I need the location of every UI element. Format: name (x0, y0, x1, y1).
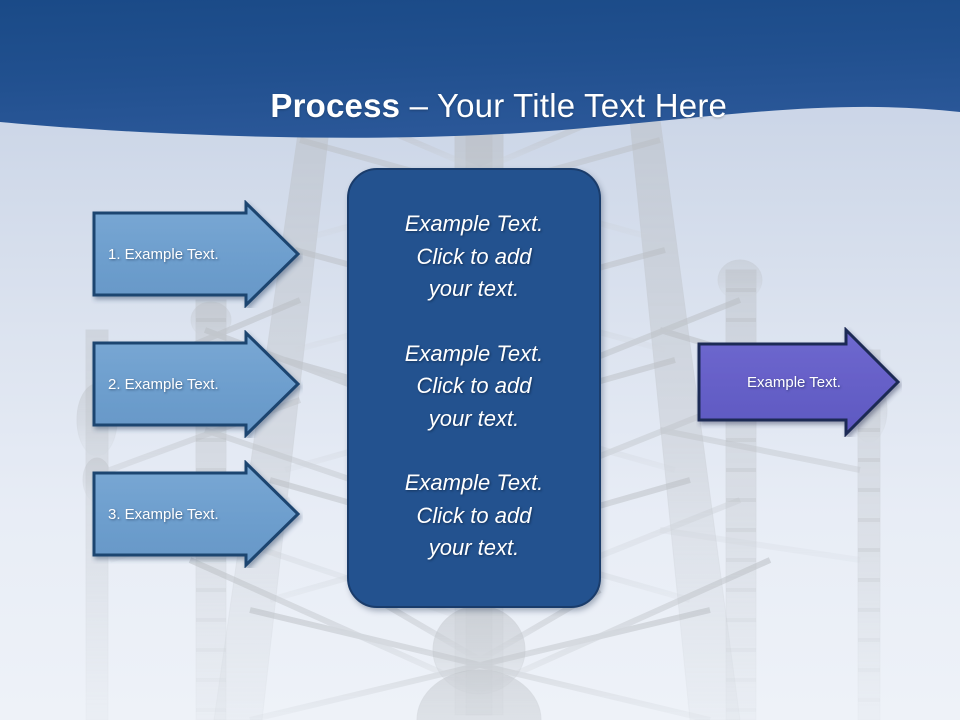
step-arrow-3-label: 3. Example Text. (108, 505, 219, 523)
step-arrow-1-label: 1. Example Text. (108, 245, 219, 263)
step-arrow-3[interactable]: 3. Example Text. (91, 460, 303, 568)
center-content-box[interactable]: Example Text. Click to add your text. Ex… (347, 168, 601, 608)
center-box-text-1: Example Text. Click to add your text. (404, 211, 544, 302)
page-title-strong: Process (270, 87, 401, 124)
step-arrow-2[interactable]: 2. Example Text. (91, 330, 303, 438)
step-arrow-2-label: 2. Example Text. (108, 375, 219, 393)
step-arrow-1[interactable]: 1. Example Text. (91, 200, 303, 308)
output-arrow[interactable]: Example Text. (696, 327, 902, 437)
page-title: Process – Your Title Text Here (0, 49, 960, 163)
center-box-text-2: Example Text. Click to add your text. (404, 340, 544, 431)
page-title-rest: – Your Title Text Here (400, 87, 728, 124)
center-box-text-3: Example Text. Click to add your text. (404, 470, 544, 561)
output-arrow-label: Example Text. (747, 373, 841, 391)
